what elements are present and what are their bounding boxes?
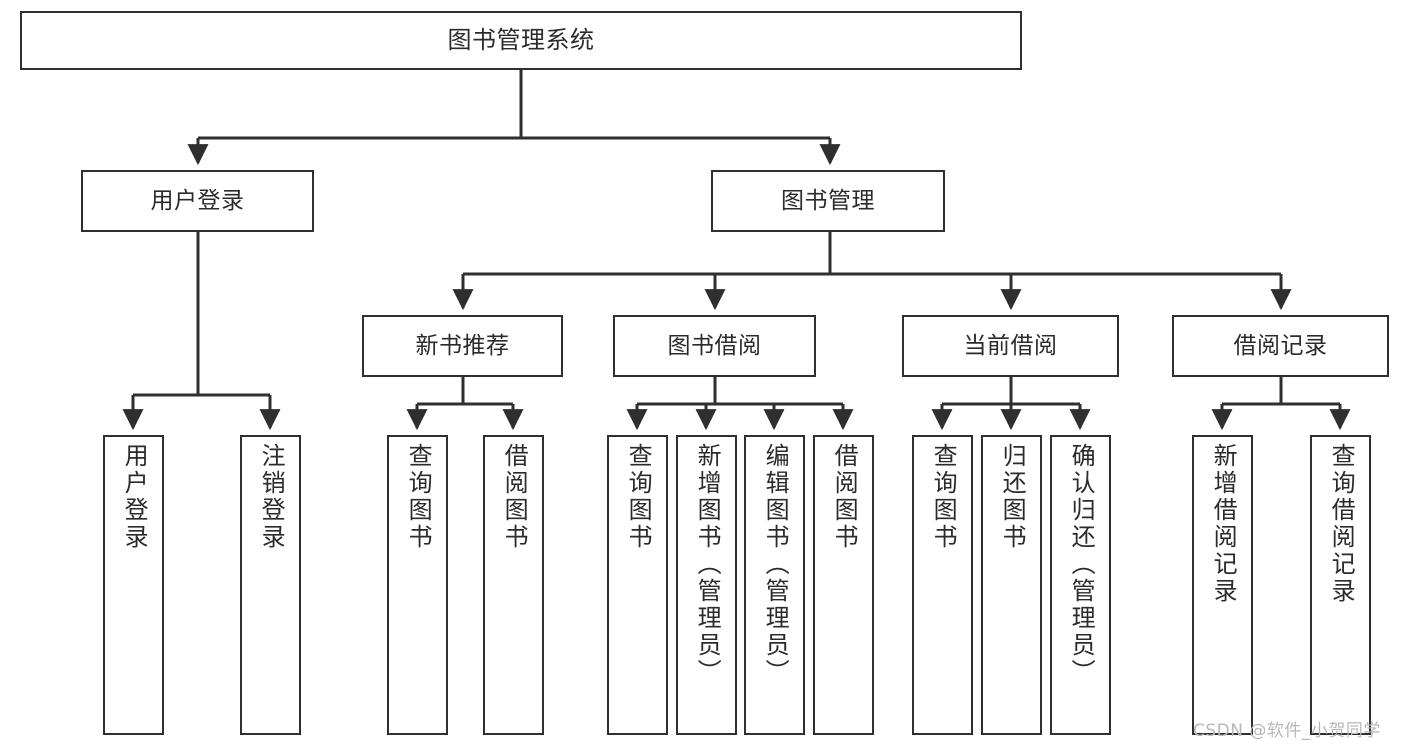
node-book-management-label: 图书管理 bbox=[781, 187, 875, 214]
node-root[interactable]: 图书管理系统 bbox=[20, 11, 1022, 70]
node-new-book-recommend-label: 新书推荐 bbox=[415, 332, 510, 359]
node-leaf-query-book-3[interactable]: 查询图书 bbox=[912, 435, 973, 735]
node-leaf-add-book[interactable]: 新增图书（管理员） bbox=[676, 435, 737, 735]
node-leaf-return-book-label: 归还图书 bbox=[998, 443, 1027, 551]
node-leaf-query-record[interactable]: 查询借阅记录 bbox=[1310, 435, 1371, 735]
node-leaf-borrow-book-1-label: 借阅图书 bbox=[500, 443, 529, 551]
csdn-watermark: CSDN @软件_小贺同学 bbox=[1193, 721, 1381, 741]
node-root-label: 图书管理系统 bbox=[447, 25, 595, 54]
node-leaf-confirm-return-label: 确认归还（管理员） bbox=[1067, 443, 1096, 686]
node-leaf-borrow-book-2[interactable]: 借阅图书 bbox=[813, 435, 874, 735]
node-leaf-confirm-return[interactable]: 确认归还（管理员） bbox=[1050, 435, 1111, 735]
node-leaf-user-logout-label: 注销登录 bbox=[257, 443, 286, 551]
node-borrow-record[interactable]: 借阅记录 bbox=[1172, 315, 1389, 377]
node-leaf-return-book[interactable]: 归还图书 bbox=[981, 435, 1042, 735]
node-leaf-query-record-label: 查询借阅记录 bbox=[1327, 443, 1356, 605]
node-leaf-user-login-label: 用户登录 bbox=[120, 443, 149, 551]
node-leaf-borrow-book-1[interactable]: 借阅图书 bbox=[483, 435, 544, 735]
node-leaf-user-logout[interactable]: 注销登录 bbox=[240, 435, 301, 735]
node-leaf-query-book-1[interactable]: 查询图书 bbox=[387, 435, 448, 735]
node-book-borrow[interactable]: 图书借阅 bbox=[613, 315, 816, 377]
node-leaf-query-book-3-label: 查询图书 bbox=[929, 443, 958, 551]
node-borrow-record-label: 借阅记录 bbox=[1233, 332, 1328, 359]
node-leaf-query-book-2[interactable]: 查询图书 bbox=[607, 435, 668, 735]
node-leaf-add-record-label: 新增借阅记录 bbox=[1209, 443, 1238, 605]
node-leaf-query-book-2-label: 查询图书 bbox=[624, 443, 653, 551]
node-leaf-edit-book-label: 编辑图书（管理员） bbox=[761, 443, 790, 686]
node-leaf-add-record[interactable]: 新增借阅记录 bbox=[1192, 435, 1253, 735]
node-current-borrow-label: 当前借阅 bbox=[963, 332, 1058, 359]
node-book-borrow-label: 图书借阅 bbox=[667, 332, 762, 359]
node-user-login[interactable]: 用户登录 bbox=[81, 170, 314, 232]
node-leaf-user-login[interactable]: 用户登录 bbox=[103, 435, 164, 735]
node-leaf-edit-book[interactable]: 编辑图书（管理员） bbox=[744, 435, 805, 735]
node-leaf-borrow-book-2-label: 借阅图书 bbox=[830, 443, 859, 551]
node-book-management[interactable]: 图书管理 bbox=[711, 170, 945, 232]
node-new-book-recommend[interactable]: 新书推荐 bbox=[362, 315, 563, 377]
node-user-login-label: 用户登录 bbox=[150, 187, 245, 214]
node-leaf-query-book-1-label: 查询图书 bbox=[404, 443, 433, 551]
node-current-borrow[interactable]: 当前借阅 bbox=[902, 315, 1119, 377]
node-leaf-add-book-label: 新增图书（管理员） bbox=[693, 443, 722, 686]
